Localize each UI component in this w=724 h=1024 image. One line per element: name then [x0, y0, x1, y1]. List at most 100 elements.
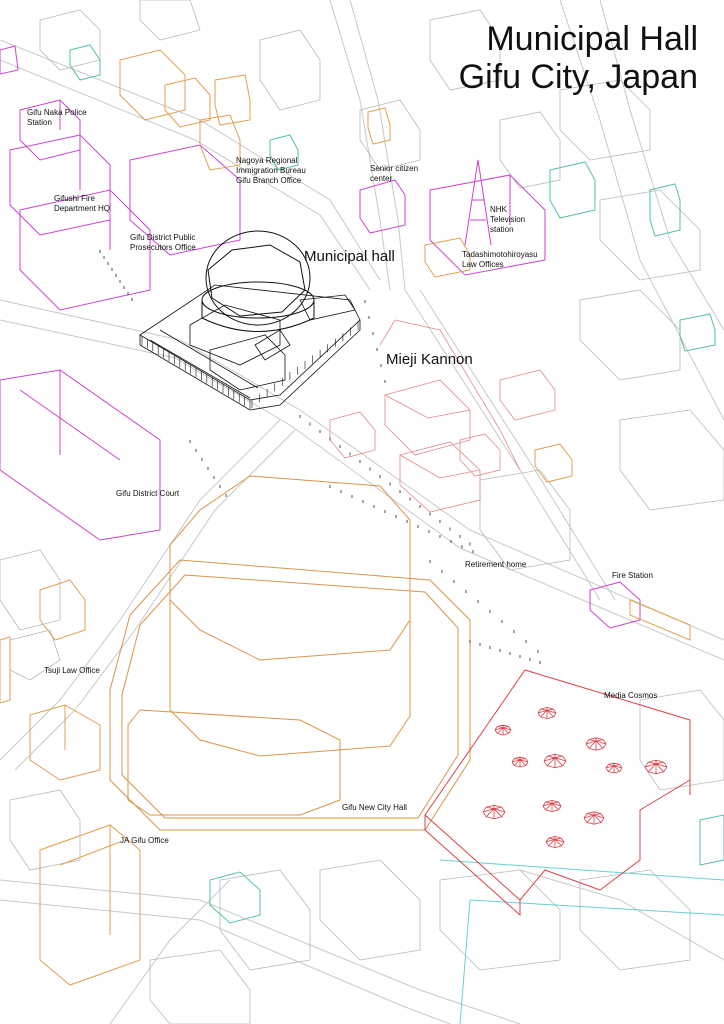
building-outline	[259, 29, 321, 111]
building-outline	[199, 114, 241, 171]
building-outline	[367, 107, 391, 145]
label-retirement-home: Retirement home	[465, 560, 527, 569]
building-outline	[699, 814, 724, 866]
hall-base	[139, 284, 361, 401]
label-police-station: Gifu Naka Police Station	[27, 108, 87, 127]
mieji-kannon-temple	[329, 319, 556, 513]
building-outline	[559, 79, 651, 161]
north-road-edge	[349, 0, 406, 291]
temple-court	[394, 319, 521, 471]
prosecutors-office	[19, 189, 151, 311]
label-municipal-hall: Municipal hall	[304, 248, 395, 265]
label-media-cosmos: Media Cosmos	[604, 691, 658, 700]
media-cosmos-dome	[494, 724, 512, 736]
temple-hall	[399, 441, 481, 513]
building-outline	[209, 871, 261, 924]
government-buildings	[0, 45, 641, 629]
south-east-road	[519, 869, 724, 961]
city-hall-podium-inner	[121, 574, 459, 819]
building-outline	[679, 313, 716, 352]
tsuji-law-office	[39, 579, 86, 641]
hall-wing	[189, 304, 281, 366]
hall-colonnade	[149, 329, 259, 399]
label-tsuji-law-office: Tsuji Law Office	[44, 666, 100, 675]
diagonal-road	[0, 419, 281, 761]
media-cosmos-dome	[583, 811, 605, 825]
senior-center	[359, 179, 406, 234]
nhk-tower	[464, 159, 492, 246]
dome-roof-polygon	[207, 244, 306, 317]
building-outline	[439, 869, 561, 971]
label-ja-gifu-office: JA Gifu Office	[120, 836, 169, 845]
fire-station	[589, 581, 641, 629]
label-fire-department-hq: Gifushi Fire Department HQ	[54, 194, 111, 213]
building-outline	[649, 183, 681, 237]
building-outline	[639, 689, 724, 791]
media-cosmos-dome	[644, 759, 668, 775]
building-outline	[164, 77, 211, 128]
city-hall-terrace	[127, 709, 341, 816]
label-mieji-kannon: Mieji Kannon	[386, 351, 473, 368]
north-road	[329, 0, 391, 291]
building-outline	[219, 869, 311, 971]
building-outline	[579, 869, 691, 971]
west-road-edge	[0, 59, 371, 291]
hall-side-block	[299, 294, 356, 321]
media-cosmos-domes	[482, 707, 668, 848]
east-lane-2	[599, 0, 724, 331]
building-outline	[0, 45, 19, 75]
fire-department-hq	[9, 134, 111, 236]
temple-gate	[459, 433, 501, 477]
dome-drum	[201, 300, 315, 332]
building-outline	[9, 789, 81, 871]
fire-station-annex	[629, 599, 691, 641]
building-outline	[0, 549, 61, 631]
main-avenue-edge	[0, 319, 724, 661]
main-avenue	[0, 299, 724, 641]
building-outline	[214, 74, 251, 126]
media-cosmos-dome	[511, 756, 529, 768]
building-outline	[549, 161, 596, 219]
temple-court	[379, 319, 396, 346]
building-outline	[319, 859, 421, 961]
nhk-station	[429, 174, 546, 276]
label-prosecutors-office: Gifu District Public Prosecutors Office	[130, 233, 196, 252]
east-lane	[559, 0, 724, 421]
temple-hall	[384, 379, 471, 456]
hall-colonnade-ticks	[141, 322, 359, 409]
ja-gifu-office	[39, 824, 141, 986]
tsuji-law-office	[29, 704, 101, 781]
media-cosmos-dome	[545, 836, 565, 848]
rail-track	[469, 899, 724, 916]
building-outline	[599, 189, 701, 281]
label-law-offices: Tadashimotohiroyasu Law Offices	[462, 250, 538, 269]
rail-line	[439, 859, 724, 1024]
residential-buildings	[69, 44, 724, 924]
dome-shell	[205, 230, 311, 326]
media-cosmos-dome	[605, 762, 623, 774]
media-cosmos-roof	[424, 669, 691, 901]
label-fire-station: Fire Station	[612, 571, 653, 580]
east-road-edge	[419, 289, 616, 601]
hall-stair	[254, 329, 291, 361]
dome-base-ring	[201, 281, 315, 319]
building-outline	[619, 409, 724, 511]
municipal-hall	[139, 284, 361, 411]
hall-wing	[209, 334, 286, 391]
building-outline	[119, 49, 186, 121]
commercial-buildings	[0, 49, 691, 986]
page-title: Municipal Hall	[486, 20, 698, 58]
media-cosmos-dome	[537, 707, 557, 719]
media-cosmos-dome	[482, 804, 506, 820]
building-outline	[534, 443, 573, 483]
hall-base-lower	[139, 320, 361, 411]
city-hall-podium	[109, 559, 471, 831]
diagonal-road-edge	[14, 429, 296, 771]
law-office-building	[424, 237, 471, 278]
south-lane	[109, 879, 231, 1024]
label-senior-center: Senior citizen center	[370, 164, 419, 183]
page-subtitle: Gifu City, Japan	[458, 58, 698, 96]
municipal-hall-dome	[201, 230, 315, 332]
temple-roof	[329, 411, 376, 459]
